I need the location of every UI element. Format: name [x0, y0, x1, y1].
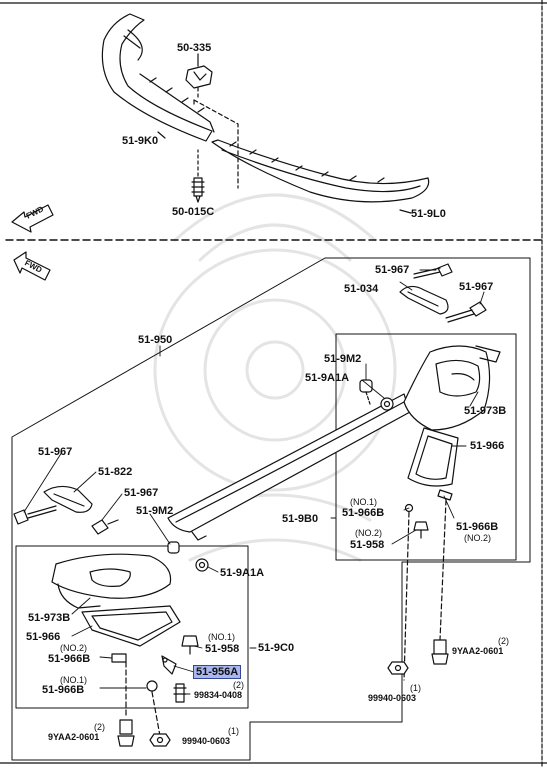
label-9YAA2-0601-right: 9YAA2-0601 — [452, 646, 504, 656]
clip-51-958-right-shape — [413, 521, 429, 539]
pad-51-966B-no2-left-shape — [111, 653, 127, 663]
leader-right-bolt — [439, 499, 447, 641]
label-99940-0603-left-qualifier: (1) — [228, 726, 239, 736]
label-51-956A-highlighted[interactable]: 51-956A — [192, 665, 242, 679]
label-51-958-no1-left-qualifier: (NO.1) — [208, 632, 235, 642]
bracket-51-956A-shape — [161, 655, 177, 675]
fwd-arrow-icon — [11, 204, 54, 233]
label-51-966-right: 51-966 — [470, 440, 505, 452]
label-50-335: 50-335 — [177, 42, 212, 54]
nut-99940-0603-left-shape — [149, 733, 171, 747]
outline-51-950 — [11, 257, 531, 761]
spoiler-body-shape — [167, 393, 411, 541]
clip-50-335-shape — [185, 53, 239, 189]
bolt-9YAA2-0601-left-shape — [117, 719, 135, 747]
label-51-966B-no2-left: 51-966B — [48, 653, 91, 665]
label-51-967-c: 51-967 — [38, 446, 73, 458]
label-50-015C: 50-015C — [172, 206, 215, 218]
label-9YAA2-0601-left-qualifier: (2) — [94, 722, 105, 732]
label-51-9L0: 51-9L0 — [411, 208, 446, 220]
bolt-51-967-d-shape — [91, 519, 119, 535]
endcap-51-973B-left-shape — [51, 553, 172, 609]
clip-50-015C-shape — [191, 149, 205, 203]
label-51-967-d: 51-967 — [124, 487, 159, 499]
label-51-973B-right: 51-973B — [464, 405, 507, 417]
box-51-9C0 — [15, 545, 249, 709]
label-99834-0408: 99834-0408 — [194, 690, 243, 700]
label-51-966B-no1-right-qualifier: (NO.1) — [350, 497, 377, 507]
label-51-9M2-left: 51-9M2 — [136, 505, 174, 517]
bolt-51-967-a-shape — [413, 263, 453, 279]
label-51-034: 51-034 — [344, 283, 379, 295]
label-51-958-no2-right: 51-958 — [350, 539, 385, 551]
pad-51-966B-no2-shape — [437, 489, 453, 501]
label-51-966B-no2-right: 51-966B — [456, 521, 499, 533]
label-51-967-b: 51-967 — [459, 281, 494, 293]
label-51-9B0: 51-9B0 — [282, 513, 319, 525]
clip-51-9A1A-left-shape — [195, 558, 209, 572]
pad-51-966B-no1-left-shape — [146, 680, 158, 692]
label-51-958-no1-left: 51-958 — [205, 643, 240, 655]
label-51-967-a: 51-967 — [375, 264, 410, 276]
clip-51-9M2-right-shape — [359, 379, 373, 405]
part-51-9K0-shape — [101, 13, 215, 142]
screw-99834-0408-shape — [173, 683, 187, 703]
label-51-9A1A-left: 51-9A1A — [220, 567, 265, 579]
label-99834-0408-qualifier: (2) — [233, 680, 244, 690]
seal-51-966-left-shape — [81, 605, 181, 647]
label-51-966B-no2-right-qualifier: (NO.2) — [464, 533, 491, 543]
label-51-966B-no1-left: 51-966B — [42, 684, 85, 696]
label-99940-0603-right: 99940-0603 — [368, 693, 417, 703]
label-51-9K0: 51-9K0 — [122, 135, 159, 147]
label-99940-0603-left: 99940-0603 — [182, 736, 231, 746]
label-51-966B-no1-right: 51-966B — [342, 507, 385, 519]
label-51-9A1A-right: 51-9A1A — [305, 372, 350, 384]
part-51-9L0-shape — [211, 139, 430, 203]
label-51-958-no2-right-qualifier: (NO.2) — [355, 528, 382, 538]
clip-51-9A1A-right-shape — [380, 397, 394, 411]
label-51-966-left: 51-966 — [26, 631, 61, 643]
label-99940-0603-right-qualifier: (1) — [410, 683, 421, 693]
leader-left-nut — [151, 691, 161, 737]
bolt-9YAA2-0601-right-shape — [431, 639, 449, 665]
label-9YAA2-0601-left: 9YAA2-0601 — [48, 732, 100, 742]
endcap-51-973B-right-shape — [403, 345, 501, 431]
bracket-51-822-shape — [43, 485, 93, 513]
nut-99940-0603-right-shape — [387, 661, 409, 675]
bracket-51-034-shape — [399, 285, 449, 315]
bolt-51-967-b-shape — [445, 301, 487, 323]
label-51-950: 51-950 — [138, 334, 173, 346]
label-51-9M2-right: 51-9M2 — [324, 353, 362, 365]
clip-51-9M2-left-shape — [167, 541, 180, 554]
leader-right-nut — [403, 511, 410, 681]
leader-lines — [23, 269, 485, 695]
label-51-973B-left: 51-973B — [28, 612, 71, 624]
label-51-822: 51-822 — [98, 466, 133, 478]
label-51-966B-no1-left-qualifier: (NO.1) — [60, 675, 87, 685]
label-9YAA2-0601-right-qualifier: (2) — [498, 636, 509, 646]
label-51-966B-no2-left-qualifier: (NO.2) — [60, 643, 87, 653]
bolt-51-967-c-shape — [13, 505, 57, 525]
clip-51-958-left-shape — [181, 635, 199, 655]
fwd-arrow-icon — [13, 251, 51, 281]
label-51-9C0: 51-9C0 — [258, 642, 295, 654]
seal-51-966-right-shape — [407, 427, 459, 487]
